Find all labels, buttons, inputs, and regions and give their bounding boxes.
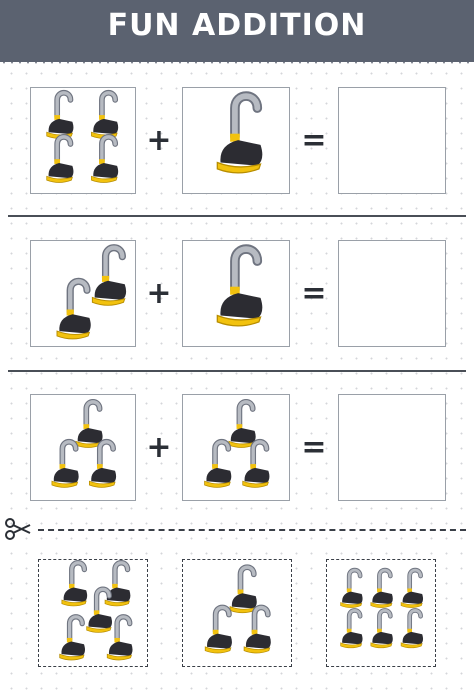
pirate-hook-icon: [91, 134, 119, 183]
hook-group: [56, 244, 127, 340]
problem-3-answer-box[interactable]: [338, 394, 446, 501]
answer-option-card[interactable]: [326, 559, 436, 667]
pirate-hook-icon: [243, 604, 271, 654]
pirate-hook-icon: [370, 608, 393, 649]
problem-3-right-box: [182, 394, 290, 501]
pirate-hook-icon: [204, 604, 232, 654]
problem-2-left-box: [30, 240, 136, 347]
pirate-hook-icon: [59, 614, 86, 661]
plus-sign: +: [146, 123, 172, 158]
hook-group: [340, 567, 424, 649]
pirate-hook-icon: [216, 244, 263, 327]
pirate-hook-icon: [242, 438, 270, 488]
pirate-hook-icon: [46, 89, 74, 139]
page-title: FUN ADDITION: [107, 8, 367, 43]
problem-2-answer-box[interactable]: [338, 240, 446, 347]
problem-1-answer-box[interactable]: [338, 87, 446, 194]
answer-option-card[interactable]: [38, 559, 148, 667]
pirate-hook-icon: [340, 608, 363, 649]
equals-sign: =: [301, 276, 327, 311]
pirate-hook-icon: [400, 608, 424, 649]
problem-1-right-box: [182, 87, 290, 194]
header-banner: [0, 0, 474, 62]
pirate-hook-icon: [228, 399, 256, 448]
problem-3-left-box: [30, 394, 136, 501]
pirate-hook-icon: [46, 134, 74, 183]
hook-group: [204, 399, 270, 488]
pirate-hook-icon: [91, 244, 127, 306]
hook-group: [204, 564, 271, 654]
hook-group: [216, 244, 263, 327]
pirate-hook-icon: [88, 438, 117, 488]
pirate-hook-icon: [56, 277, 91, 340]
equals-sign: =: [301, 430, 327, 465]
hook-group: [216, 91, 263, 174]
pirate-hook-icon: [51, 438, 79, 488]
pirate-hook-icon: [86, 586, 113, 633]
plus-sign: +: [146, 430, 172, 465]
problem-1-left-box: [30, 87, 136, 194]
scissors-icon: [5, 518, 31, 540]
banner-zigzag-edge: [0, 56, 474, 64]
pirate-hook-icon: [400, 567, 424, 608]
pirate-hook-icon: [340, 567, 363, 608]
pirate-hook-icon: [91, 89, 119, 139]
problem-2-right-box: [182, 240, 290, 347]
pirate-hook-icon: [104, 560, 131, 607]
equals-sign: =: [301, 123, 327, 158]
pirate-hook-icon: [370, 567, 393, 608]
divider-line: [8, 370, 466, 372]
pirate-hook-icon: [61, 560, 88, 607]
pirate-hook-icon: [229, 564, 257, 614]
hook-group: [59, 560, 133, 661]
hook-group: [46, 89, 119, 183]
plus-sign: +: [146, 276, 172, 311]
pirate-hook-icon: [106, 614, 133, 661]
answer-option-card[interactable]: [182, 559, 292, 667]
pirate-hook-icon: [75, 399, 103, 448]
pirate-hook-icon: [204, 438, 232, 488]
hook-group: [51, 399, 117, 488]
cut-line: [38, 529, 466, 531]
pirate-hook-icon: [216, 91, 263, 174]
divider-line: [8, 215, 466, 217]
